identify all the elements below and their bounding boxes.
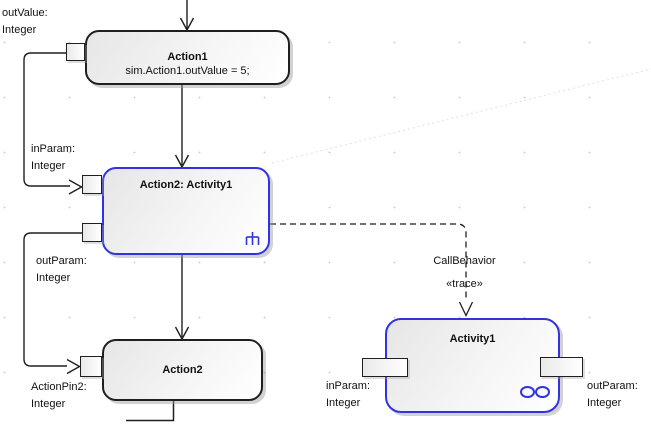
actionpin2-pin[interactable] bbox=[80, 356, 102, 377]
action1-title: Action1 bbox=[167, 51, 208, 63]
actionpin2-pin-label: ActionPin2: Integer bbox=[31, 381, 87, 410]
control-flow-out-of-action2[interactable] bbox=[126, 401, 175, 422]
action2-node[interactable]: Action2 bbox=[102, 339, 263, 401]
trace-dependency-connector[interactable] bbox=[270, 223, 474, 317]
open-arrowhead-icon bbox=[458, 301, 474, 317]
activity1-outparam-label: outParam: Integer bbox=[587, 380, 638, 409]
activity1-outparam-parameter-node[interactable] bbox=[540, 357, 583, 377]
linked-circles-icon bbox=[520, 386, 550, 398]
activity1-inparam-parameter-node[interactable] bbox=[362, 358, 408, 377]
activity1-node[interactable]: Activity1 bbox=[385, 318, 560, 413]
callaction-title: Action2: Activity1 bbox=[139, 179, 233, 191]
outvalue-pin-label: outValue: Integer bbox=[2, 7, 48, 36]
callaction-node[interactable]: Action2: Activity1 bbox=[102, 167, 270, 255]
callbehavior-connector-label: CallBehavior bbox=[433, 255, 496, 267]
open-arrowhead-icon bbox=[68, 179, 83, 195]
faint-diagonal-guide-line bbox=[271, 68, 651, 164]
control-flow-callaction-to-action2[interactable] bbox=[174, 255, 190, 341]
object-flow-outvalue-to-inparam[interactable] bbox=[23, 52, 83, 195]
inparam-pin[interactable] bbox=[82, 175, 102, 194]
inparam-pin-label: inParam: Integer bbox=[31, 143, 76, 172]
action2-title: Action2 bbox=[162, 364, 203, 376]
outparam-pin-label: outParam: Integer bbox=[36, 255, 87, 284]
outparam-pin[interactable] bbox=[82, 223, 102, 242]
action1-effect-text: sim.Action1.outValue = 5; bbox=[125, 65, 250, 77]
outvalue-pin[interactable] bbox=[66, 43, 85, 61]
action1-node[interactable]: Action1 sim.Action1.outValue = 5; bbox=[85, 30, 290, 85]
activity1-title: Activity1 bbox=[449, 333, 496, 345]
activity1-inparam-label: inParam: Integer bbox=[326, 380, 371, 409]
control-flow-action1-to-callaction[interactable] bbox=[174, 85, 190, 169]
open-arrowhead-icon bbox=[66, 358, 81, 375]
trace-stereotype-label: «trace» bbox=[446, 278, 483, 290]
object-flow-outparam-to-actionpin2[interactable] bbox=[23, 232, 82, 375]
control-flow-into-action1[interactable] bbox=[179, 0, 195, 32]
rake-icon bbox=[245, 232, 260, 245]
